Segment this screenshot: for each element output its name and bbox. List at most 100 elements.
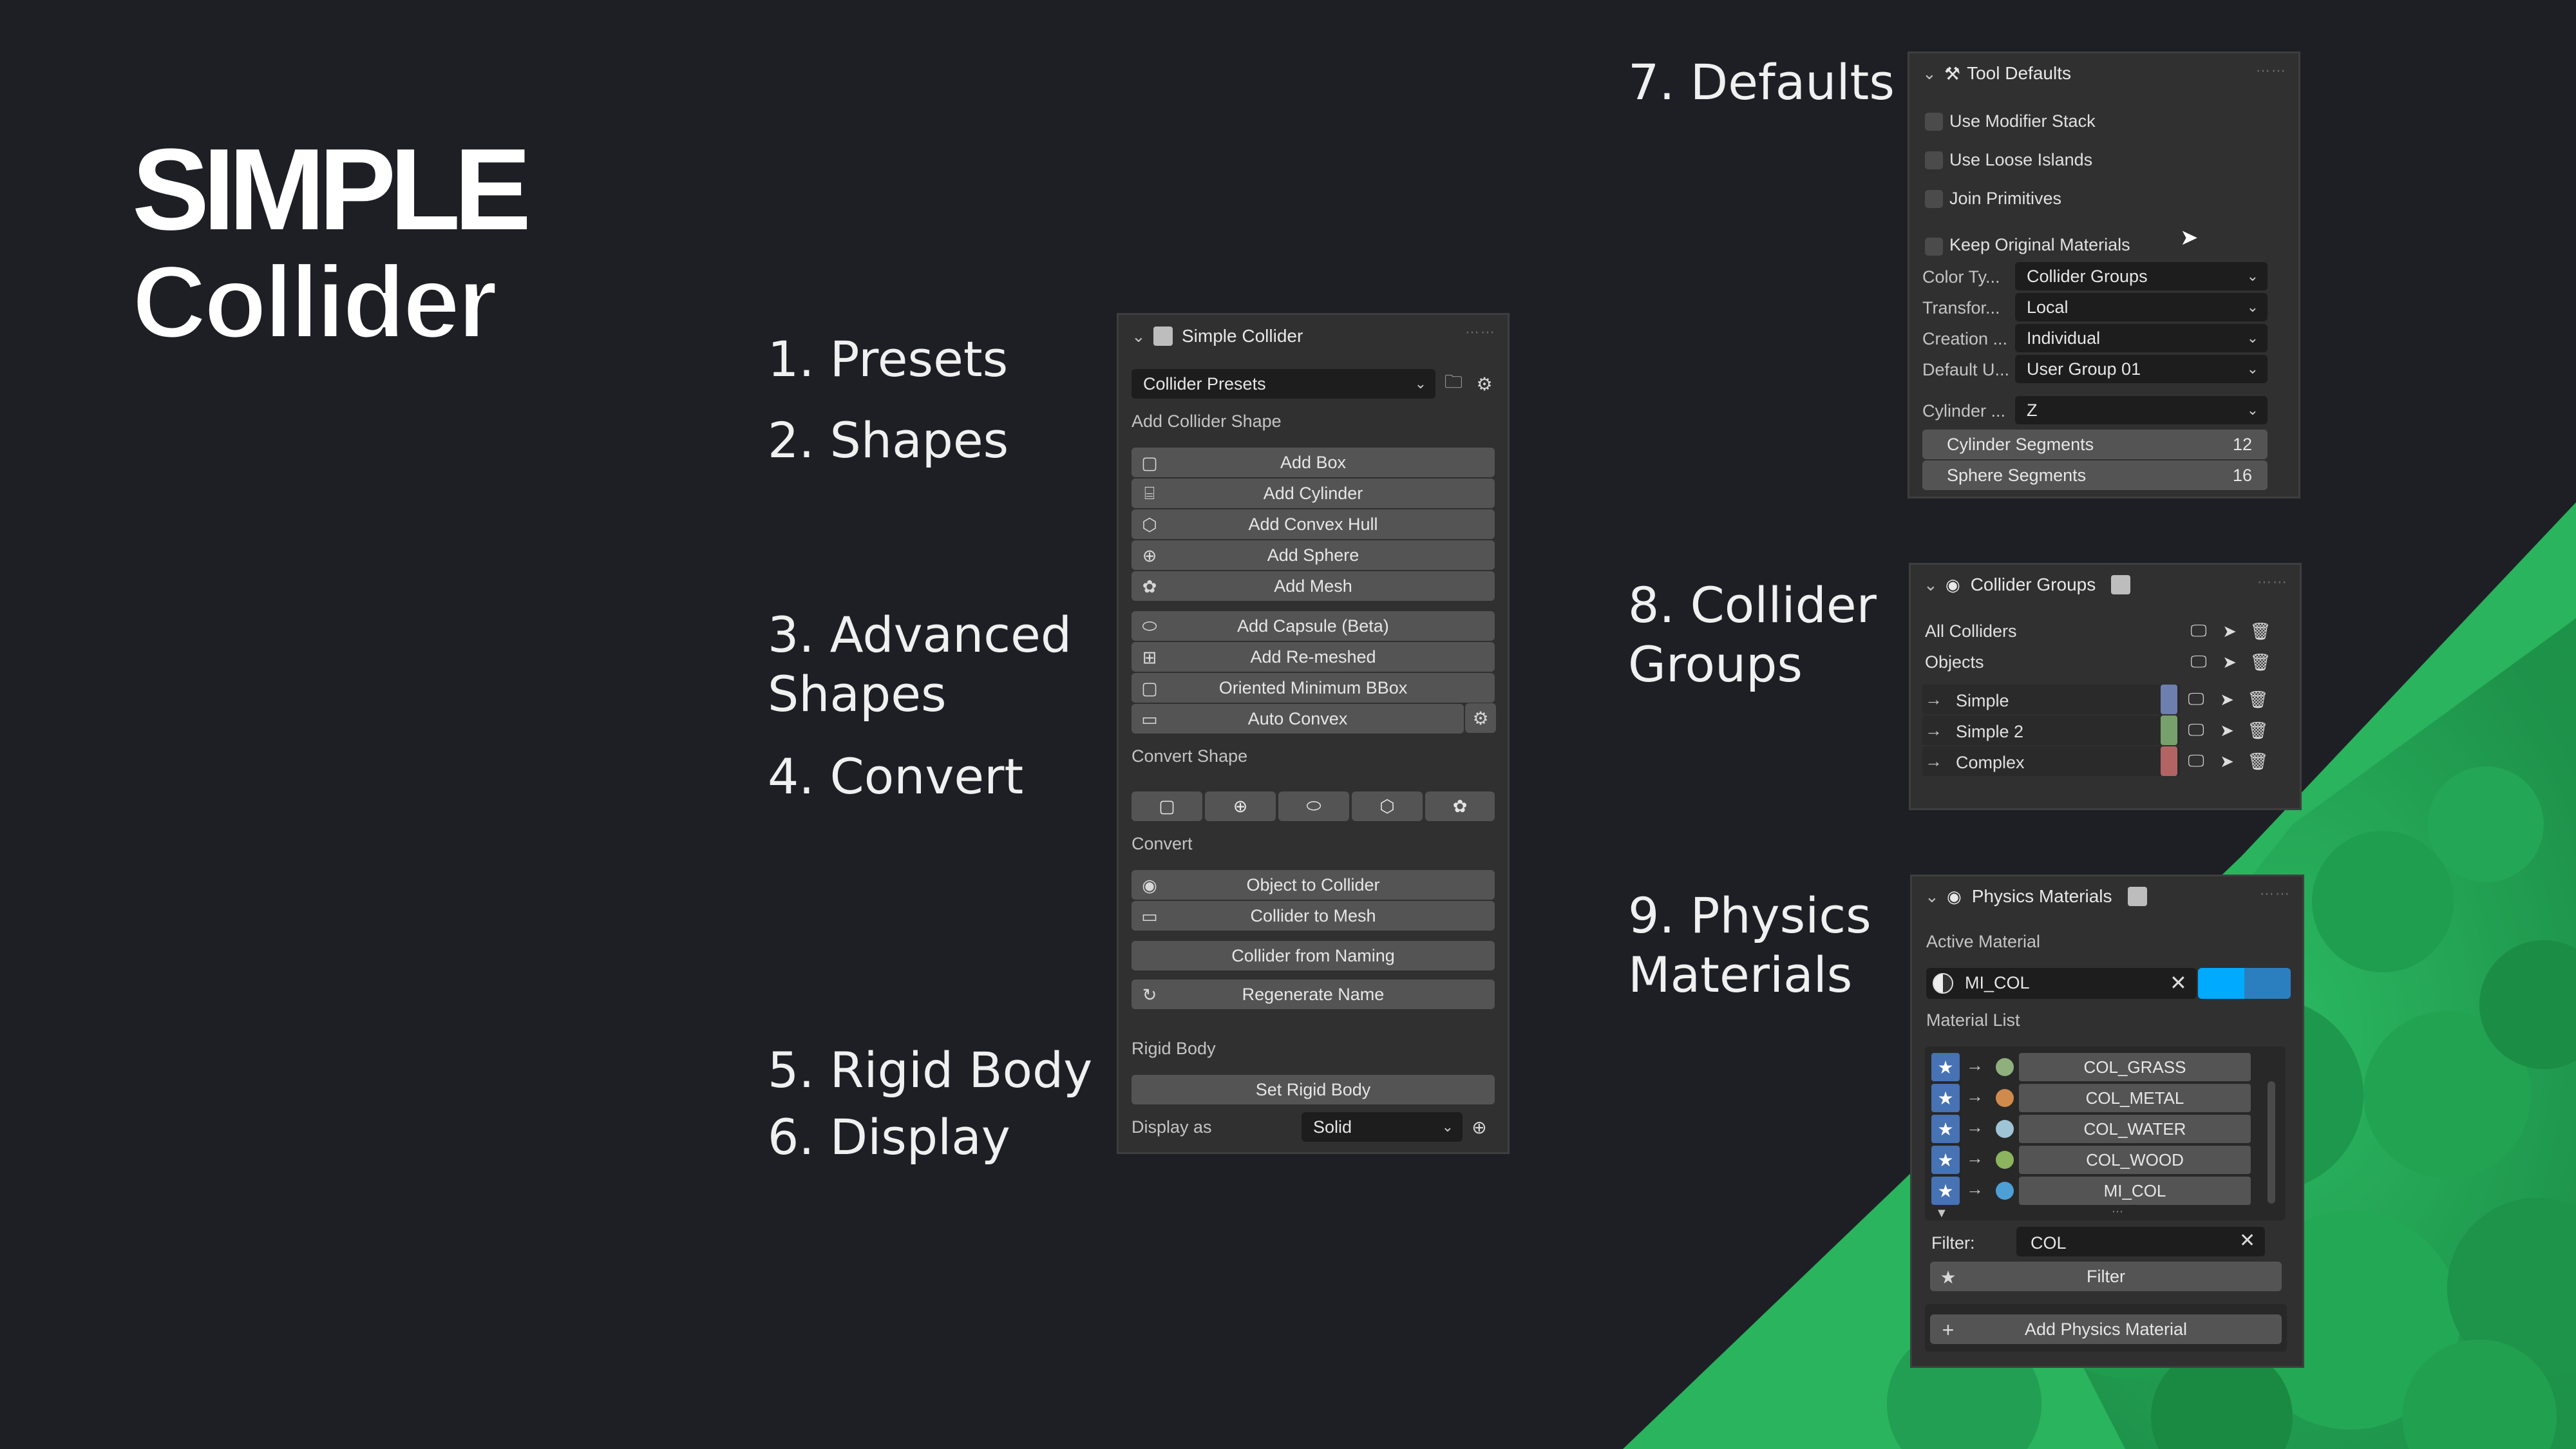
transform-dropdown[interactable]: Local⌄ xyxy=(2015,293,2268,321)
add-cylinder-button[interactable]: ⌸Add Cylinder xyxy=(1132,478,1495,508)
drag-handle-icon[interactable]: ⋯⋯ xyxy=(2260,886,2291,902)
active-material-color-swatch[interactable] xyxy=(2198,968,2291,999)
chevron-down-icon[interactable]: ⌄ xyxy=(1922,63,1937,83)
convert-to-convex-button[interactable]: ⬡ xyxy=(1352,791,1423,821)
group-row-simple-2[interactable] xyxy=(1922,715,2180,745)
oriented-bbox-button[interactable]: ▢Oriented Minimum BBox xyxy=(1132,673,1495,703)
convert-to-capsule-button[interactable]: ⬭ xyxy=(1278,791,1349,821)
eye-icon: ◉ xyxy=(1946,574,1960,594)
add-physics-material-button[interactable]: +Add Physics Material xyxy=(1930,1314,2282,1344)
favorite-star-icon[interactable]: ★ xyxy=(1931,1146,1960,1174)
star-icon: ★ xyxy=(1940,1267,1956,1287)
trash-icon[interactable]: 🗑 xyxy=(2247,751,2269,771)
auto-convex-settings-gear-icon[interactable]: ⚙ xyxy=(1465,703,1496,733)
material-row-mi-col[interactable]: MI_COL xyxy=(2019,1177,2251,1205)
panel-header[interactable]: ⌄ ◉ Physics Materials xyxy=(1912,876,2302,916)
drag-handle-icon[interactable]: ⋯⋯ xyxy=(2256,62,2287,79)
add-mesh-button[interactable]: ✿Add Mesh xyxy=(1132,571,1495,601)
collider-to-mesh-button[interactable]: ▭Collider to Mesh xyxy=(1132,901,1495,931)
chevron-down-icon[interactable]: ⌄ xyxy=(1132,326,1146,346)
help-icon[interactable] xyxy=(2111,575,2131,594)
trash-icon[interactable]: 🗑 xyxy=(2247,689,2269,709)
regenerate-name-button[interactable]: ↻Regenerate Name xyxy=(1132,980,1495,1009)
list-scrollbar[interactable] xyxy=(2268,1081,2275,1204)
filter-button[interactable]: ★Filter xyxy=(1930,1262,2282,1291)
favorite-star-icon[interactable]: ★ xyxy=(1931,1084,1960,1112)
add-remeshed-button[interactable]: ⊞Add Re-meshed xyxy=(1132,642,1495,672)
list-resize-handle-icon[interactable]: ⋯ xyxy=(2112,1205,2123,1218)
default-user-group-dropdown[interactable]: User Group 01⌄ xyxy=(2015,355,2268,383)
monitor-icon[interactable]: 🖵 xyxy=(2188,689,2204,708)
help-icon[interactable] xyxy=(2127,887,2147,906)
material-list-label: Material List xyxy=(1926,1010,2020,1030)
group-name: Complex xyxy=(1956,753,2025,772)
folder-icon[interactable]: 🗀 xyxy=(1444,372,1463,392)
add-capsule-button[interactable]: ⬭Add Capsule (Beta) xyxy=(1132,611,1495,641)
simple-collider-panel: ⌄ Simple Collider ⋯⋯ Collider Presets⌄ 🗀… xyxy=(1117,313,1510,1154)
auto-convex-button[interactable]: ▭Auto Convex xyxy=(1132,704,1464,734)
use-loose-islands-checkbox[interactable] xyxy=(1925,151,1943,169)
material-row-col-grass[interactable]: COL_GRASS xyxy=(2019,1053,2251,1081)
join-primitives-checkbox[interactable] xyxy=(1925,190,1943,208)
monitor-icon[interactable]: 🖵 xyxy=(2188,751,2204,770)
trash-icon[interactable]: 🗑 xyxy=(2249,621,2271,641)
group-color-swatch[interactable] xyxy=(2161,746,2177,776)
panel-header[interactable]: ⌄ ◉ Collider Groups xyxy=(1911,565,2300,605)
panel-title: Physics Materials xyxy=(1971,886,2112,906)
cursor-select-icon[interactable]: ➤ xyxy=(2220,720,2234,740)
favorite-star-icon[interactable]: ★ xyxy=(1931,1115,1960,1143)
chevron-down-icon[interactable]: ⌄ xyxy=(1925,886,1939,906)
group-color-swatch[interactable] xyxy=(2161,715,2177,745)
filter-input[interactable] xyxy=(2016,1227,2265,1256)
group-color-swatch[interactable] xyxy=(2161,685,2177,714)
chevron-down-icon[interactable]: ⌄ xyxy=(1924,574,1938,594)
panel-header[interactable]: ⌄ ⚒ Tool Defaults xyxy=(1909,53,2298,93)
use-modifier-stack-checkbox[interactable] xyxy=(1925,113,1943,131)
drag-handle-icon[interactable]: ⋯⋯ xyxy=(2257,574,2288,590)
add-convex-hull-button[interactable]: ⬡Add Convex Hull xyxy=(1132,509,1495,539)
cursor-select-icon[interactable]: ➤ xyxy=(2220,689,2234,709)
display-as-dropdown[interactable]: Solid⌄ xyxy=(1302,1112,1463,1142)
collider-from-naming-button[interactable]: Collider from Naming xyxy=(1132,941,1495,971)
globe-icon[interactable]: ⊕ xyxy=(1472,1117,1487,1137)
clear-icon[interactable]: ✕ xyxy=(2170,971,2187,994)
cursor-select-icon[interactable]: ➤ xyxy=(2222,621,2237,641)
expand-triangle-icon[interactable]: ▼ xyxy=(1935,1206,1948,1220)
add-box-button[interactable]: ▢Add Box xyxy=(1132,448,1495,477)
group-row-simple[interactable] xyxy=(1922,685,2180,714)
convert-to-mesh-button[interactable]: ✿ xyxy=(1425,791,1495,821)
group-row-complex[interactable] xyxy=(1922,746,2180,776)
favorite-star-icon[interactable]: ★ xyxy=(1931,1177,1960,1205)
drag-handle-icon[interactable]: ⋯⋯ xyxy=(1465,324,1496,340)
gear-icon[interactable]: ⚙ xyxy=(1476,374,1493,394)
material-row-col-metal[interactable]: COL_METAL xyxy=(2019,1084,2251,1112)
monitor-icon[interactable]: 🖵 xyxy=(2190,621,2207,640)
favorite-star-icon[interactable]: ★ xyxy=(1931,1053,1960,1081)
material-row-col-wood[interactable]: COL_WOOD xyxy=(2019,1146,2251,1174)
keep-original-materials-checkbox[interactable] xyxy=(1925,238,1943,256)
collider-presets-dropdown[interactable]: Collider Presets⌄ xyxy=(1132,369,1435,399)
monitor-icon[interactable]: 🖵 xyxy=(2188,720,2204,739)
add-sphere-button[interactable]: ⊕Add Sphere xyxy=(1132,540,1495,570)
cursor-select-icon[interactable]: ➤ xyxy=(2222,652,2237,672)
trash-icon[interactable]: 🗑 xyxy=(2247,720,2269,740)
set-rigid-body-button[interactable]: Set Rigid Body xyxy=(1132,1075,1495,1104)
color-type-dropdown[interactable]: Collider Groups⌄ xyxy=(2015,262,2268,290)
arrow-icon: → xyxy=(1925,721,1942,740)
object-to-collider-button[interactable]: ◉Object to Collider xyxy=(1132,870,1495,900)
cylinder-axis-dropdown[interactable]: Z⌄ xyxy=(2015,396,2268,424)
trash-icon[interactable]: 🗑 xyxy=(2249,652,2271,672)
convert-to-sphere-button[interactable]: ⊕ xyxy=(1205,791,1276,821)
panel-header[interactable]: ⌄ Simple Collider xyxy=(1119,315,1508,357)
material-row-col-water[interactable]: COL_WATER xyxy=(2019,1115,2251,1143)
monitor-icon[interactable]: 🖵 xyxy=(2190,652,2207,671)
cursor-select-icon[interactable]: ➤ xyxy=(2220,751,2234,771)
creation-dropdown[interactable]: Individual⌄ xyxy=(2015,324,2268,352)
active-material-field[interactable] xyxy=(1926,968,2197,999)
clear-filter-icon[interactable]: ✕ xyxy=(2239,1230,2256,1251)
join-primitives-label: Join Primitives xyxy=(1949,189,2062,208)
target-icon: ◉ xyxy=(1142,875,1157,895)
convert-to-box-button[interactable]: ▢ xyxy=(1132,791,1202,821)
